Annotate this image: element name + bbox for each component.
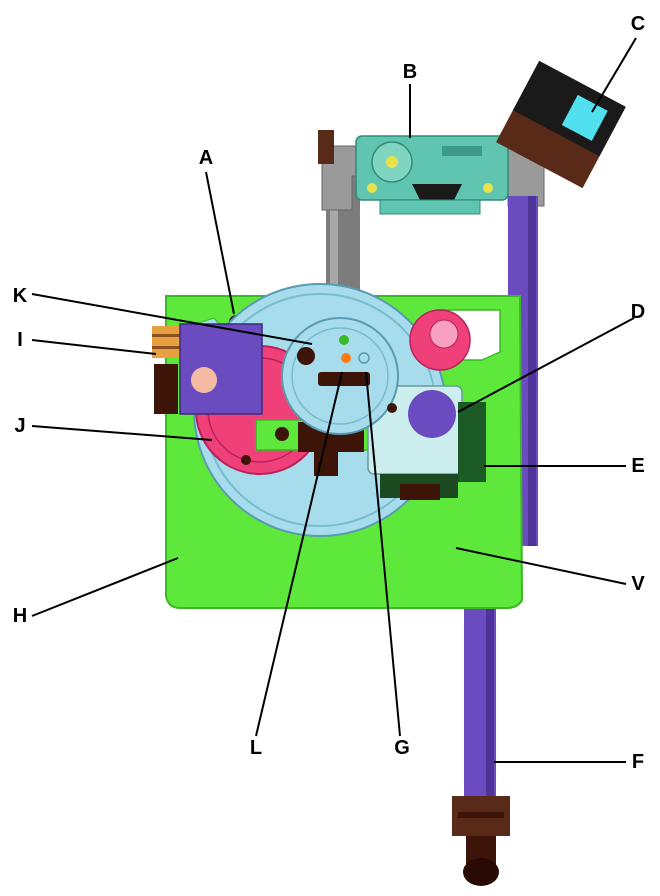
leader-l <box>255 371 343 737</box>
e-dark-base-block <box>400 484 440 500</box>
purple-tube-lower-shade <box>486 600 494 800</box>
label-h: H <box>12 605 28 627</box>
leader-g <box>365 371 401 737</box>
label-k: K <box>12 285 28 307</box>
l-orange-dot <box>341 353 351 363</box>
h-dark-clip <box>154 364 178 414</box>
i-terminal-strip-2 <box>152 346 182 349</box>
b-connector-dark-port <box>412 184 462 204</box>
top-left-small-valve <box>318 130 334 164</box>
pink-wheel-pin-2 <box>241 455 251 465</box>
leader-j <box>31 425 213 441</box>
leader-i <box>31 339 157 355</box>
label-l: L <box>249 737 263 759</box>
d-purple-circle <box>408 390 456 438</box>
h-purple-box <box>179 323 263 415</box>
b-connector-slot <box>442 146 482 156</box>
label-c: C <box>630 13 646 35</box>
lower-disc-dark-hole <box>297 347 315 365</box>
b-connector-screw-1 <box>386 156 398 168</box>
leader-c <box>591 37 637 113</box>
leader-a <box>205 171 235 315</box>
label-e: E <box>631 455 645 477</box>
grey-tube-left-highlight <box>330 168 338 298</box>
purple-tube-upper-shade <box>528 196 536 546</box>
lower-disc-hole-2 <box>387 403 397 413</box>
lower-disc-brown-bar <box>318 372 370 386</box>
label-b: B <box>402 61 418 83</box>
label-i: I <box>17 329 23 351</box>
label-f: F <box>631 751 645 773</box>
b-connector-screw-3 <box>483 183 493 193</box>
i-orange-terminals <box>152 326 182 358</box>
green-arm-hole <box>275 427 289 441</box>
label-j: J <box>14 415 26 437</box>
label-g: G <box>394 737 410 759</box>
leader-d <box>457 317 635 413</box>
lower-blue-disc-ring <box>291 327 389 425</box>
leader-h <box>31 557 179 617</box>
b-connector-screw-2 <box>367 183 377 193</box>
v-pink-wheel-core <box>429 319 459 349</box>
lower-disc-green-dot <box>339 335 349 345</box>
dark-brown-block <box>298 422 364 476</box>
label-d: D <box>630 301 646 323</box>
e-dark-green-module <box>458 402 486 482</box>
g-blue-dot <box>358 352 370 364</box>
h-peach-circle <box>191 367 217 393</box>
bottom-connector-ring <box>458 812 504 818</box>
b-connector-bottom-tab <box>379 199 481 215</box>
i-terminal-strip-1 <box>152 334 182 337</box>
c-component <box>496 60 626 189</box>
label-a: A <box>198 147 214 169</box>
label-v: V <box>631 573 645 595</box>
leader-k <box>31 293 313 345</box>
leader-v <box>455 547 627 585</box>
bottom-connector-end <box>463 858 499 886</box>
